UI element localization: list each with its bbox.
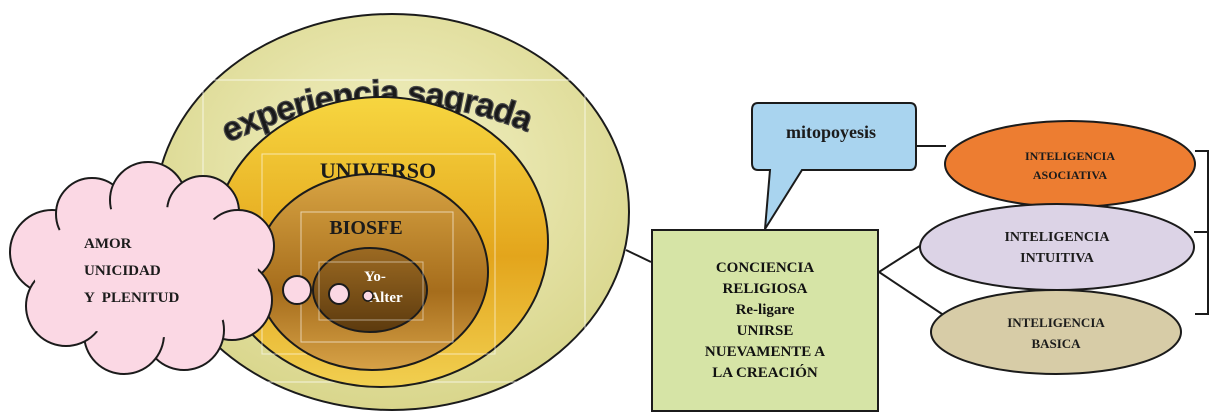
alter-label: Alter (369, 290, 403, 306)
cloud-line: AMOR (84, 236, 132, 252)
cloud-line: Y PLENITUD (84, 290, 179, 306)
thought-cloud (9, 161, 275, 375)
yo-label: Yo- (364, 269, 386, 285)
connector-line (878, 241, 927, 273)
speech-callout (751, 102, 917, 230)
inteligencia-intuitiva (919, 203, 1195, 291)
thought-bubble (328, 283, 350, 305)
intelligence-subtitle: INTUITIVA (1020, 251, 1095, 266)
conciencia-religiosa-box: CONCIENCIA RELIGIOSA Re-ligare UNIRSE NU… (651, 229, 879, 412)
intelligence-subtitle: ASOCIATIVA (1033, 168, 1108, 182)
inteligencia-asociativa (944, 120, 1196, 208)
callout-label: mitopoyesis (786, 122, 876, 142)
intelligence-title: INTELIGENCIA (1004, 230, 1110, 245)
cloud-line: UNICIDAD (84, 263, 161, 279)
box-line: LA CREACIÓN (712, 364, 818, 381)
thought-bubble (282, 275, 312, 305)
box-line: RELIGIOSA (722, 280, 808, 297)
connector-line (625, 249, 652, 263)
intelligence-title: INTELIGENCIA (1007, 315, 1105, 330)
intelligence-subtitle: BASICA (1031, 336, 1081, 351)
box-line: NUEVAMENTE A (704, 343, 826, 360)
bracket (1194, 150, 1209, 315)
box-line: Re-ligare (735, 301, 795, 318)
biosfera-label: BIOSFE (329, 217, 402, 239)
box-line: UNIRSE (736, 322, 794, 339)
inteligencia-basica (930, 289, 1182, 375)
connector-line (878, 271, 949, 319)
yo-ring (312, 247, 428, 333)
box-line: CONCIENCIA (715, 259, 815, 276)
intelligence-title: INTELIGENCIA (1025, 149, 1115, 163)
selection-frame (318, 261, 424, 321)
thought-bubble (362, 290, 374, 302)
